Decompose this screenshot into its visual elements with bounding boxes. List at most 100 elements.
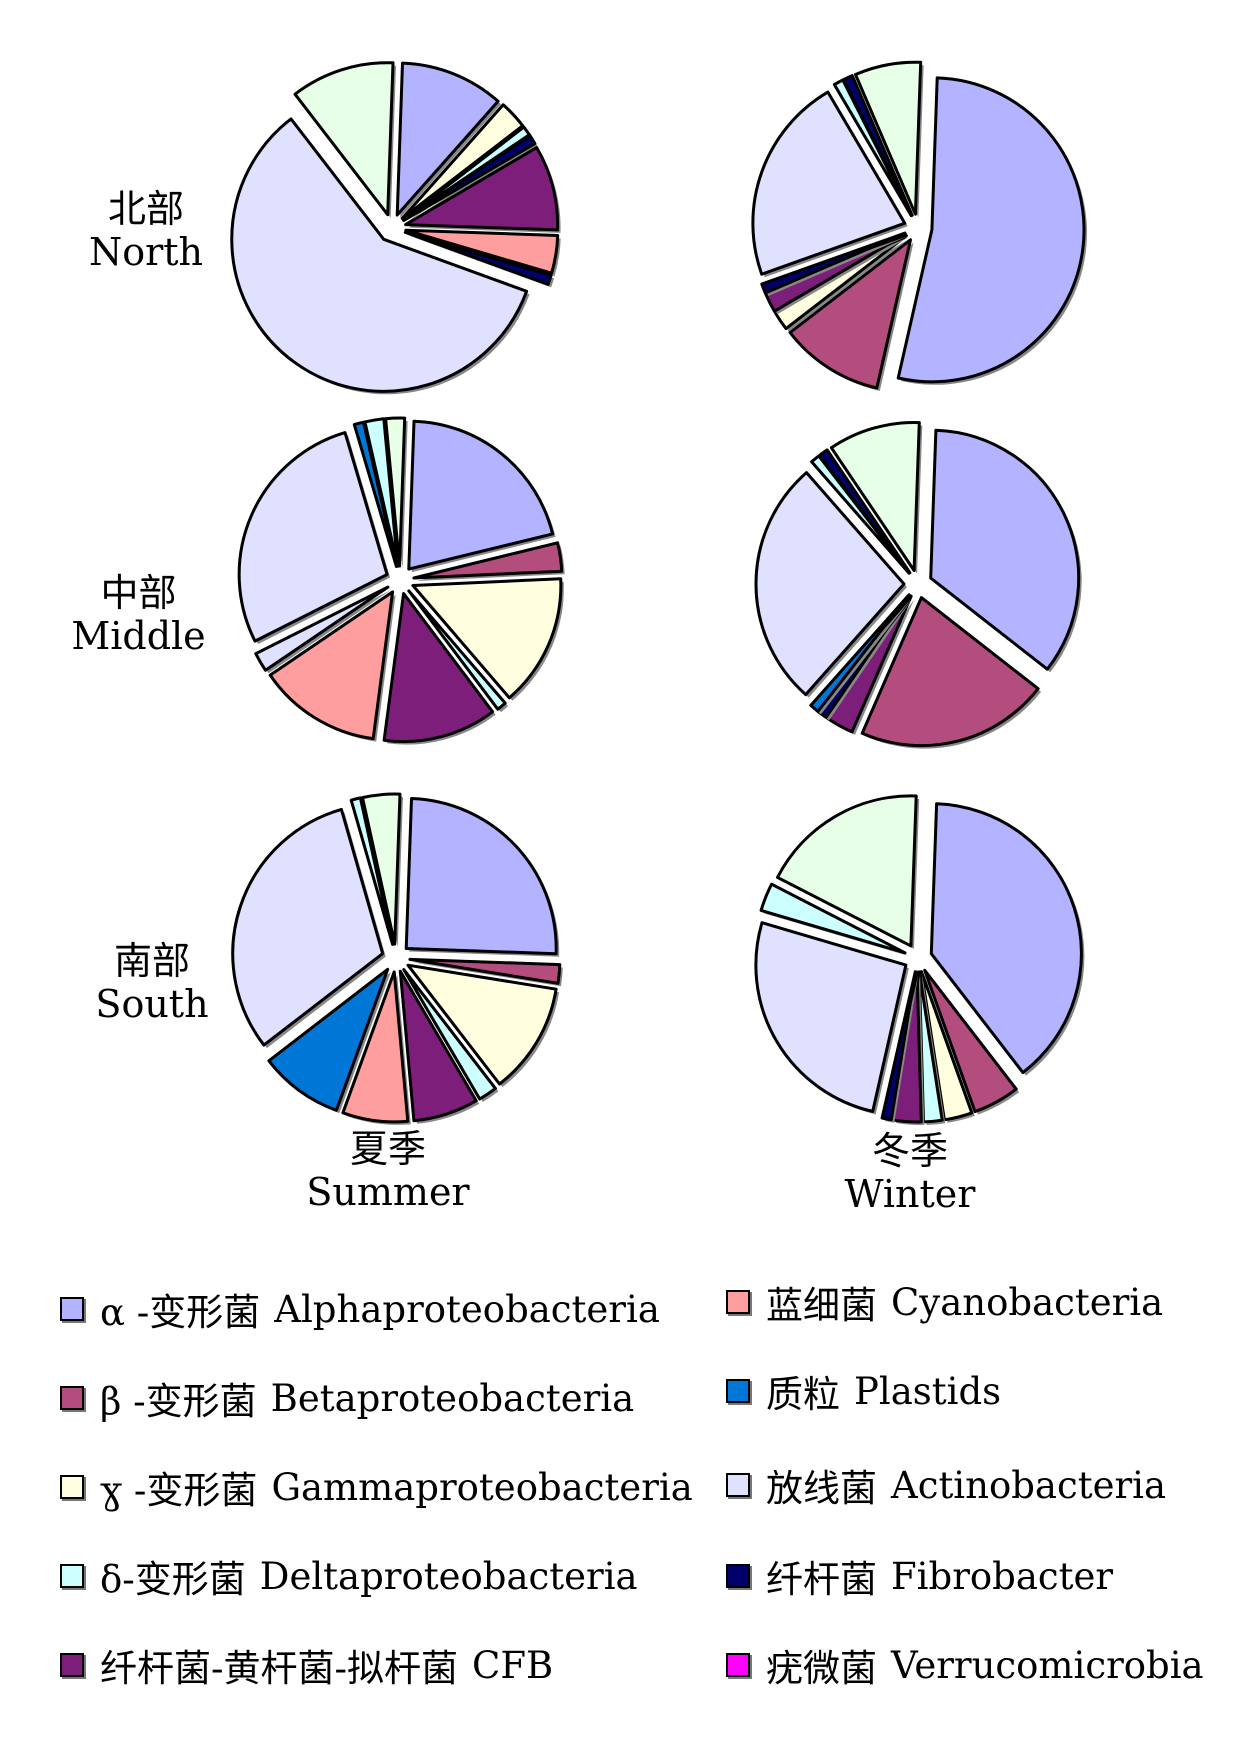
legend-label-en: Betaproteobacteria [270,1376,635,1420]
pie-slice-delta [363,417,400,568]
legend-swatch [726,1564,750,1588]
pie-slice-fibro [760,231,907,295]
pie-slice-fibro [880,970,917,1122]
row-label-en: South [95,981,209,1026]
legend-item-beta: β -变形菌 Betaproteobacteria [60,1371,634,1425]
pie-slice-gamma [411,577,563,700]
pie-slice-actino [751,90,907,276]
legend-swatch [60,1564,84,1588]
pie-slice-beta [923,968,1018,1114]
legend-item-alpha: α -变形菌 Alphaproteobacteria [60,1282,660,1336]
legend-swatch [60,1475,84,1499]
pie-slice-delta [407,589,507,711]
pie-slice-beta [412,541,564,580]
pie-slice-actino [754,921,908,1113]
pie-slice-cyano [268,590,395,741]
pie-slice-delta [402,968,497,1101]
legend-label-zh: ɣ -变形菌 [100,1469,258,1512]
legend-label-zh: 疣微菌 [766,1647,877,1690]
legend-swatch [726,1290,750,1314]
row-label-zh: 中部 [100,571,177,615]
legend-item-plastid: 质粒 Plastids [726,1364,1001,1418]
col-label-zh: 冬季 [871,1129,948,1173]
pie-slice-gamma [406,963,558,1086]
row-label-zh: 南部 [113,939,190,983]
pie-slice-fibro [818,448,912,575]
pie-slice-other [829,421,921,572]
row-label-en: Middle [71,613,206,658]
pie-south-winter [754,794,1085,1125]
pie-slice-actino [231,807,385,1047]
pie-slice-cfb [398,969,478,1123]
legend-swatch [60,1653,84,1677]
legend-item-delta: δ-变形菌 Deltaproteobacteria [60,1549,638,1603]
pie-north-winter [751,60,1088,391]
legend-label-en: Alphaproteobacteria [274,1287,660,1331]
legend-label-zh: 放线菌 [766,1467,877,1510]
pie-slice-cyano [341,970,410,1124]
legend-label-en: Deltaproteobacteria [259,1554,638,1598]
legend-label-en: CFB [472,1643,554,1687]
pie-slice-cyano [404,228,560,275]
pie-slice-beta [408,957,562,985]
pie-slice-alpha [407,419,555,571]
pie-slice-alpha [404,797,558,956]
legend-label-zh: 纤杆菌-黄杆菌-拟杆菌 [100,1647,459,1690]
pie-slice-actino [230,117,529,393]
legend-label-zh: α -变形菌 [100,1291,261,1334]
pie-slice-cfb [404,146,560,232]
pie-slice-gamma [773,234,908,331]
pie-slice-alpha [929,802,1083,1075]
legend-swatch [60,1297,84,1321]
legend-label-en: Cyanobacteria [891,1280,1164,1324]
row-label-south: 南部 South [92,940,212,1025]
legend-label-en: Plastids [854,1369,1002,1413]
legend-label-zh: 质粒 [766,1373,840,1416]
legend-item-actino: 放线菌 Actinobacteria [726,1458,1166,1512]
pie-slice-fibro [842,74,914,217]
legend-label-en: Verrucomicrobia [891,1643,1204,1687]
pie-slice-beta [860,596,1040,748]
legend-label-zh: 蓝细菌 [766,1284,877,1327]
pie-slice-plastid [809,593,911,713]
legend-label-en: Gammaproteobacteria [271,1465,693,1509]
col-label-en: Winter [844,1171,976,1216]
col-label-summer: 夏季 Summer [268,1128,508,1213]
row-label-en: North [88,229,204,274]
pie-slice-beta [788,238,912,390]
row-label-middle: 中部 Middle [66,572,211,657]
legend-item-cyano: 蓝细菌 Cyanobacteria [726,1275,1163,1329]
pie-slice-delta [759,882,907,955]
pie-slice-plastid [267,967,390,1112]
legend-label-en: Actinobacteria [891,1463,1167,1507]
legend-item-verru: 疣微菌 Verrucomicrobia [726,1638,1204,1692]
pie-slice-shadow [764,236,908,296]
row-label-north: 北部 North [86,188,206,273]
pie-slice-alpha [395,61,500,217]
col-label-zh: 夏季 [349,1127,426,1171]
pie-north-summer [230,61,561,395]
legend-swatch [726,1473,750,1497]
pie-slice-other [293,61,395,217]
row-label-zh: 北部 [107,187,184,231]
pie-slice-actino [254,585,390,672]
pie-slice-other [776,794,918,948]
pie-slice-actino [237,431,389,643]
pie-slice-actino [754,471,906,697]
pie-middle-winter [754,421,1082,749]
legend-swatch [60,1386,84,1410]
pie-slice-fibro [402,134,537,222]
legend-swatch [726,1379,750,1403]
legend-item-fibro: 纤杆菌 Fibrobacter [726,1549,1113,1603]
legend-label-zh: 纤杆菌 [766,1558,877,1601]
pie-south-summer [231,792,563,1125]
pie-slice-cfb [382,592,495,744]
legend-label-en: Fibrobacter [891,1554,1114,1598]
col-label-winter: 冬季 Winter [790,1130,1030,1215]
pie-slice-other [854,60,923,216]
col-label-en: Summer [306,1169,470,1214]
legend-label-zh: δ-变形菌 [100,1558,246,1601]
pie-slice-other [361,792,402,946]
pie-slice-other [384,416,407,568]
